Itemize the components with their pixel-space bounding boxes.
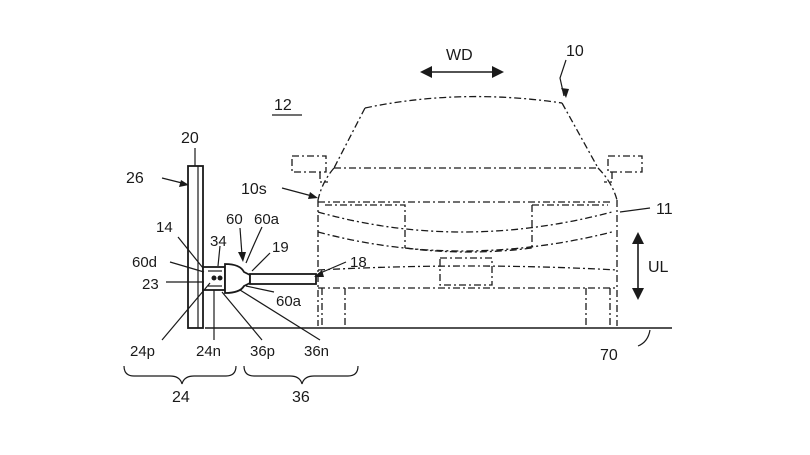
label-12: 12 xyxy=(274,97,292,114)
braces xyxy=(123,365,359,385)
leader-10s xyxy=(281,187,313,197)
label-10: 10 xyxy=(566,43,584,60)
label-23: 23 xyxy=(142,276,159,293)
label-70: 70 xyxy=(600,347,618,364)
leader-26 xyxy=(161,177,189,187)
label-34: 34 xyxy=(210,233,227,250)
label-60d: 60d xyxy=(132,254,157,271)
ul-arrow xyxy=(632,232,644,300)
label-20: 20 xyxy=(181,130,199,147)
mirrors xyxy=(291,155,643,183)
label-60a-top: 60a xyxy=(254,211,280,228)
label-11: 11 xyxy=(656,201,673,218)
connector-leaders xyxy=(161,226,347,341)
label-60a-bottom: 60a xyxy=(276,293,302,310)
label-18: 18 xyxy=(350,254,367,271)
label-60: 60 xyxy=(226,211,243,228)
charging-stand xyxy=(187,165,204,329)
label-10s: 10s xyxy=(241,181,267,198)
label-24n: 24n xyxy=(196,343,221,360)
label-ul: UL xyxy=(648,259,669,276)
label-36n: 36n xyxy=(304,343,329,360)
label-36p: 36p xyxy=(250,343,275,360)
label-14: 14 xyxy=(156,219,173,236)
label-24: 24 xyxy=(172,389,190,406)
label-wd: WD xyxy=(446,47,473,64)
vehicle-outline xyxy=(317,95,618,326)
label-26: 26 xyxy=(126,170,144,187)
leader-70 xyxy=(637,329,651,347)
label-19: 19 xyxy=(272,239,289,256)
label-36: 36 xyxy=(292,389,310,406)
wd-arrow xyxy=(420,66,504,78)
connector-assembly xyxy=(202,263,317,294)
leader-11 xyxy=(619,207,651,213)
label-24p: 24p xyxy=(130,343,155,360)
